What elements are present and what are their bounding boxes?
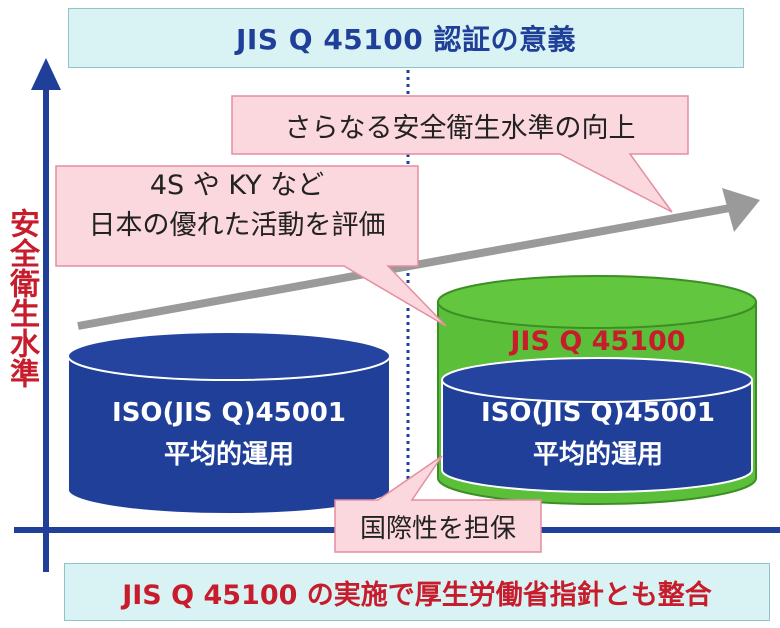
cylinder-left-label: ISO(JIS Q)45001 平均的運用 <box>68 392 390 476</box>
callout-mid-line1: 4S や KY など <box>149 170 325 201</box>
callout-bottom-shape <box>334 455 542 553</box>
cylinder-right-top-label: JIS Q 45100 <box>510 326 686 357</box>
callout-mid-line2: 日本の優れた活動を評価 <box>88 210 386 241</box>
cylinder-left-line2: 平均的運用 <box>163 440 294 470</box>
callout-mid-text: 4S や KY など 日本の優れた活動を評価 <box>56 166 418 266</box>
cylinder-left <box>67 331 391 515</box>
footer-note: JIS Q 45100 の実施で厚生労働省指針とも整合 <box>64 563 770 621</box>
page-title-text: JIS Q 45100 認証の意義 <box>236 23 576 56</box>
y-axis-label: 安全衛生水準 <box>4 208 39 388</box>
callout-top-text: さらなる安全衛生水準の向上 <box>284 112 636 144</box>
cylinder-left-line1: ISO(JIS Q)45001 <box>112 398 346 428</box>
page-title: JIS Q 45100 認証の意義 <box>68 8 744 68</box>
cylinder-right-label: ISO(JIS Q)45001 平均的運用 <box>442 392 754 476</box>
y-axis-arrowhead <box>31 58 61 90</box>
callout-bottom-text: 国際性を担保 <box>359 513 516 544</box>
cylinder-right-inner <box>441 357 753 493</box>
callout-top-shape <box>231 95 689 213</box>
footer-note-text: JIS Q 45100 の実施で厚生労働省指針とも整合 <box>122 579 712 611</box>
cylinder-right-line2: 平均的運用 <box>532 440 663 470</box>
trend-arrowhead <box>722 188 760 232</box>
trend-arrow-line <box>77 204 731 330</box>
callout-mid-shape <box>55 165 447 327</box>
cylinder-right-line1: ISO(JIS Q)45001 <box>481 398 715 428</box>
